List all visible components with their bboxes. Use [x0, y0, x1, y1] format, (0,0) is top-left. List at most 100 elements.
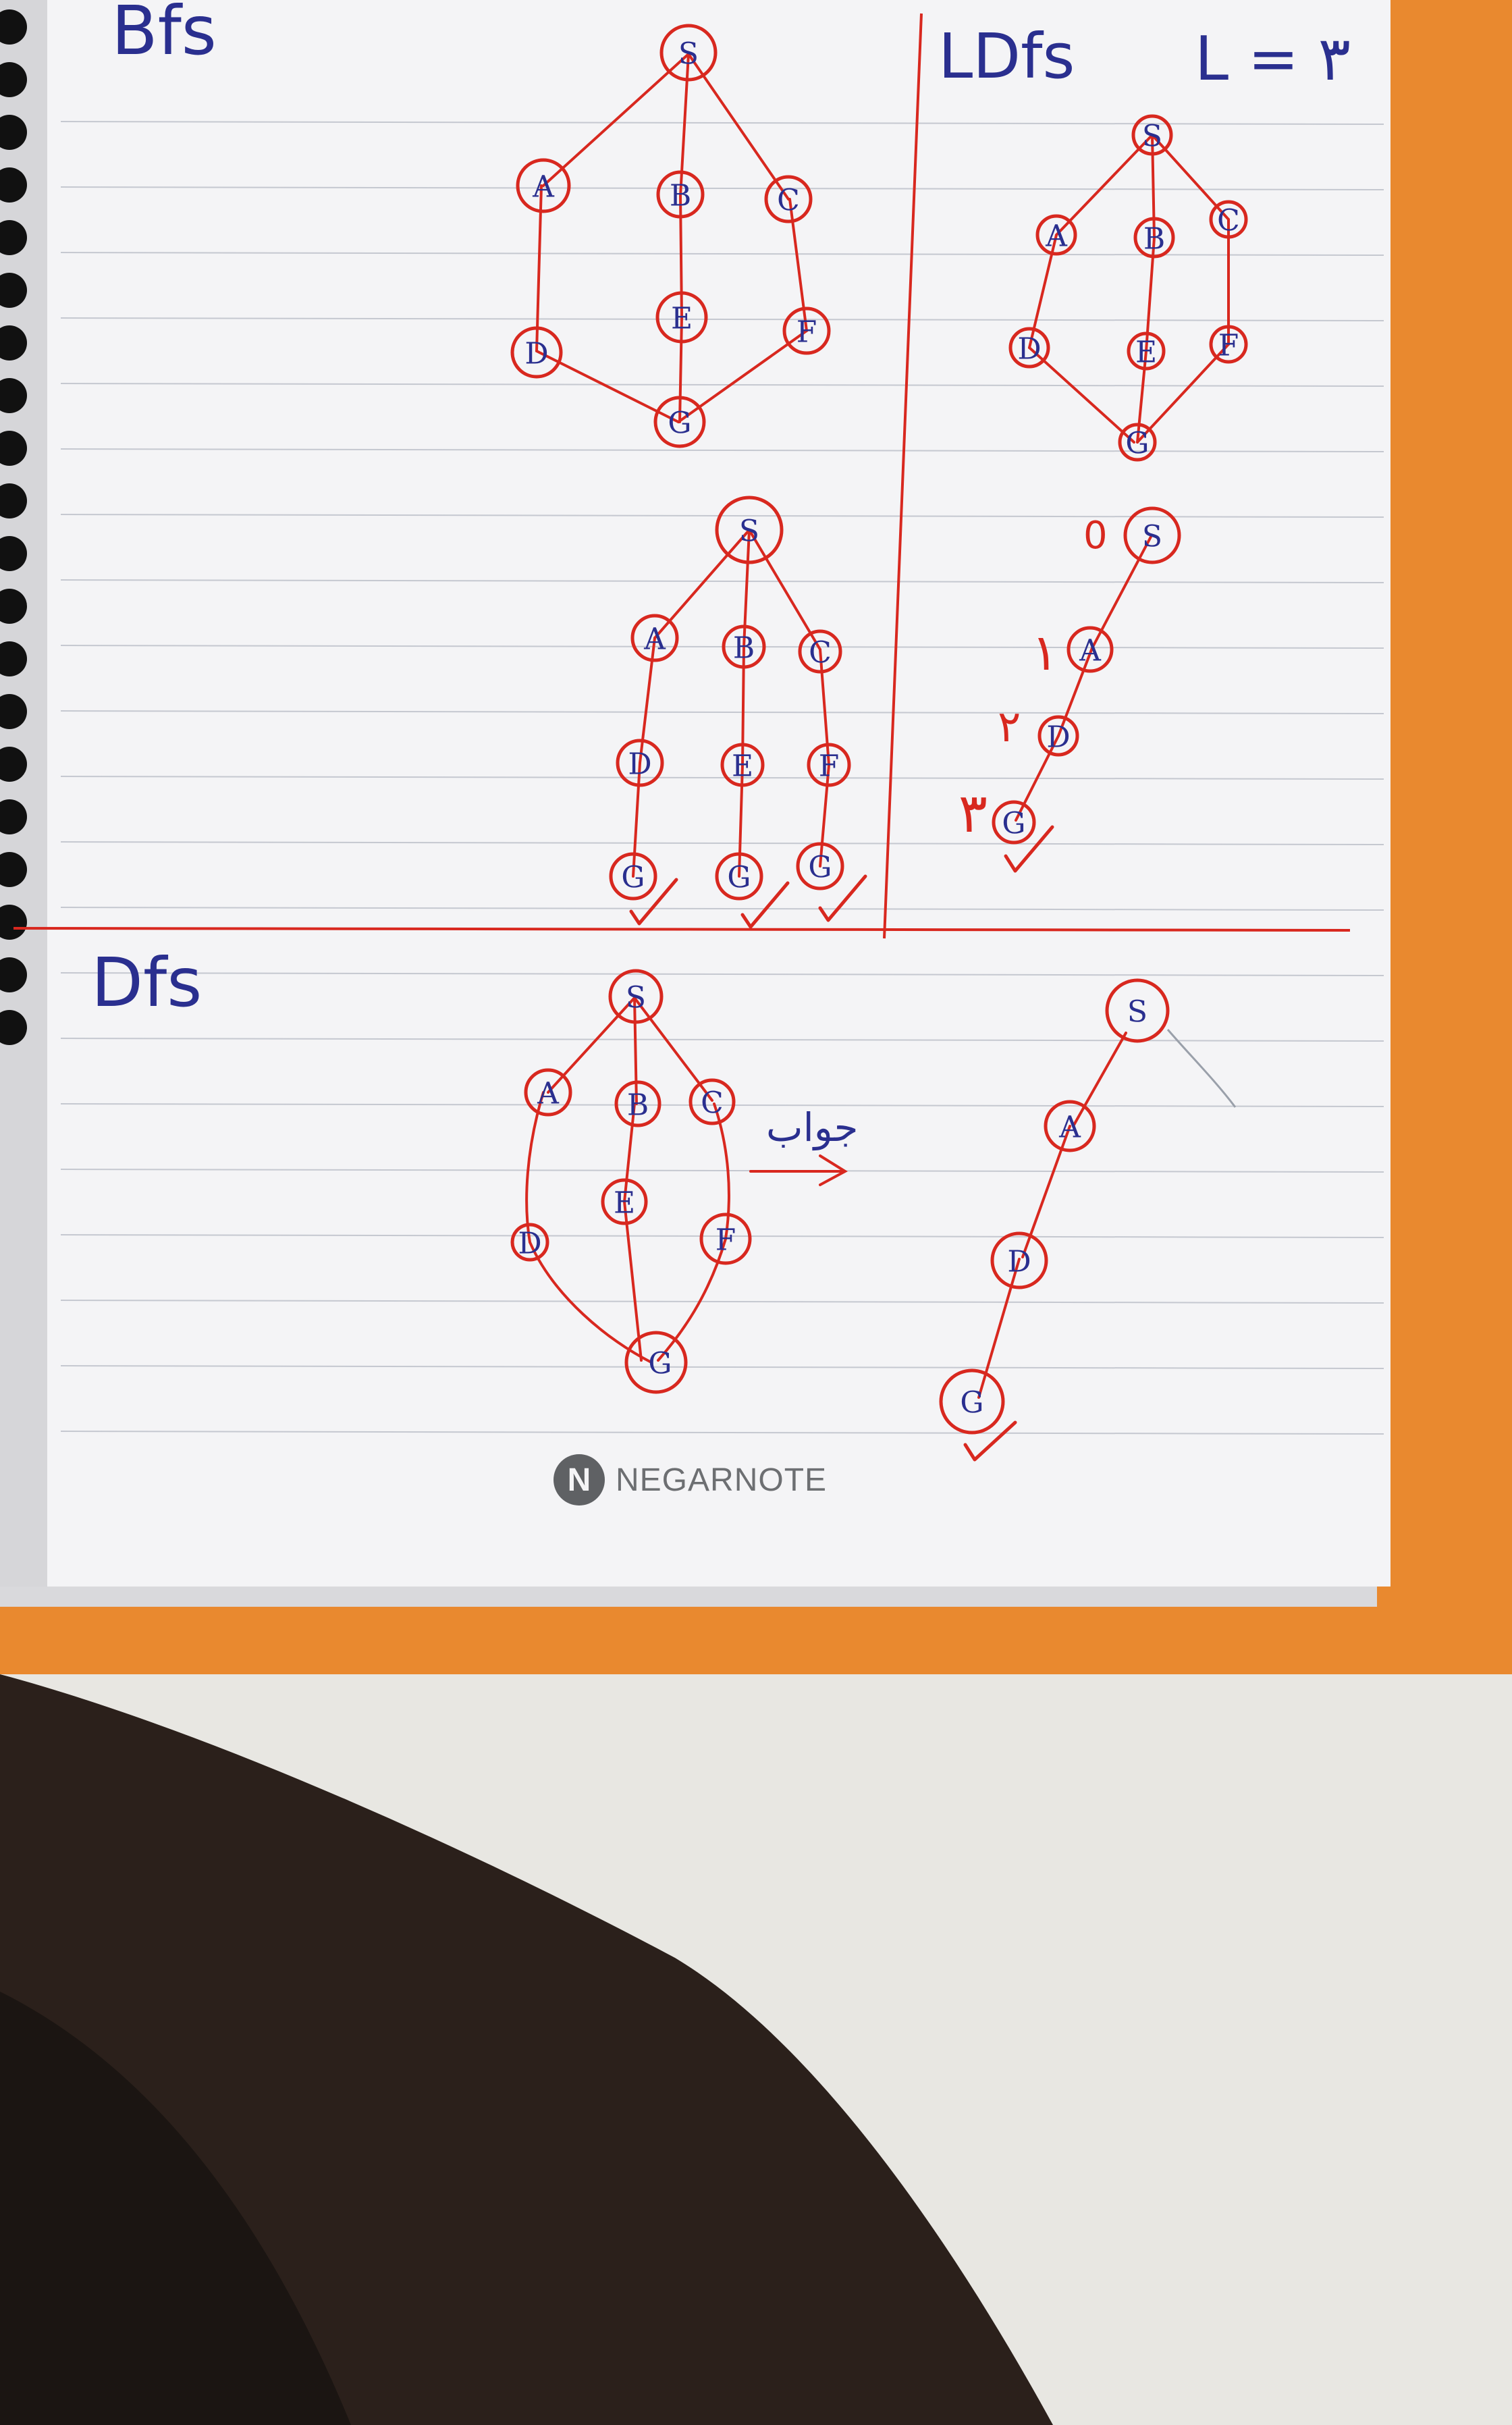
node [1123, 506, 1181, 564]
ruled-line [60, 1103, 1384, 1107]
node [1131, 114, 1173, 156]
ruled-line [60, 972, 1384, 976]
node-label: C [777, 184, 800, 218]
spiral-ring [0, 167, 27, 203]
negarnote-logo: N NEGARNOTE [554, 1454, 827, 1505]
section-divider-horizontal [13, 927, 1351, 932]
ruled-line [60, 710, 1384, 714]
node [1105, 978, 1170, 1043]
edge [1028, 346, 1135, 444]
ruled-line [60, 317, 1384, 321]
edge [535, 184, 543, 352]
bfs-title: Bfs [111, 0, 217, 70]
edge [1151, 134, 1156, 239]
node-label: G [621, 861, 645, 895]
edge [748, 529, 821, 651]
edge [1136, 350, 1148, 444]
ruled-line [60, 514, 1384, 518]
logo-mark: N [568, 1462, 591, 1498]
node [609, 852, 657, 901]
node-label: A [1079, 634, 1102, 668]
node [614, 1080, 662, 1127]
pencil-stroke [1166, 1029, 1237, 1108]
node [699, 1212, 752, 1265]
page-left-shade [0, 0, 47, 1587]
node [720, 743, 765, 787]
node-label: S [739, 514, 759, 549]
edge [542, 53, 690, 187]
spiral-ring [0, 9, 27, 45]
spiral-ring [0, 220, 27, 255]
depth-label: ۲ [998, 702, 1021, 752]
node-label: C [809, 636, 832, 670]
node [1008, 327, 1050, 369]
answer-arrow: جواب [749, 1104, 859, 1186]
spiral-ring [0, 957, 27, 992]
spiral-ring [0, 273, 27, 308]
edge [819, 764, 830, 868]
node [722, 624, 766, 669]
node [630, 614, 679, 662]
logo-text: NEGARNOTE [616, 1462, 827, 1498]
node [1209, 200, 1248, 239]
spiral-ring [0, 589, 27, 624]
spiral-ring [0, 641, 27, 676]
node-label: G [668, 406, 691, 441]
ruled-line [60, 186, 1384, 190]
edge [633, 996, 638, 1105]
ruled-line [60, 1300, 1384, 1304]
node [807, 743, 851, 787]
edge [687, 53, 790, 201]
node-label: D [1007, 1245, 1031, 1279]
node-label: S [1142, 520, 1162, 554]
node-label: S [1127, 995, 1148, 1030]
ruled-line [60, 907, 1384, 911]
spiral-ring [0, 1010, 27, 1045]
node-label: E [614, 1186, 635, 1221]
node-label: A [532, 170, 555, 205]
node [939, 1368, 1005, 1435]
node-label: C [1217, 204, 1240, 238]
notebook-page [0, 0, 1390, 1587]
edge [623, 1102, 636, 1203]
spiral-ring [0, 905, 27, 940]
node-label: D [524, 337, 548, 371]
node [715, 852, 763, 901]
spiral-ring [0, 536, 27, 571]
cloth-shadow [0, 1992, 351, 2425]
ruled-line [60, 383, 1384, 387]
node-label: F [796, 315, 817, 350]
check-mark [1004, 825, 1054, 873]
spiral-ring [0, 325, 27, 361]
ldfs-path: S A D G 0 ۱ ۲ ۳ [959, 506, 1181, 873]
ruled-line [60, 121, 1384, 125]
node-label: S [1142, 119, 1162, 154]
node [1044, 1100, 1096, 1152]
node-label: B [670, 179, 691, 213]
node [1209, 325, 1248, 364]
node-label: A [537, 1077, 560, 1111]
node-label: F [716, 1223, 736, 1258]
node-label: D [518, 1227, 541, 1261]
answer-label: جواب [766, 1104, 859, 1151]
edge [713, 1102, 730, 1240]
node [624, 1331, 688, 1394]
spiral-ring [0, 115, 27, 150]
edge [657, 1237, 727, 1362]
node-label: G [648, 1347, 672, 1381]
node [1127, 331, 1166, 371]
node [992, 800, 1036, 845]
node-label: C [701, 1086, 724, 1121]
node [601, 1178, 648, 1225]
node [616, 739, 664, 787]
node [798, 629, 842, 674]
node [782, 307, 831, 355]
node-label: A [643, 622, 666, 657]
check-mark [629, 878, 678, 926]
node [1035, 214, 1077, 256]
edge [1055, 134, 1154, 236]
node-label: F [819, 749, 840, 784]
node [516, 158, 571, 213]
node-label: F [1218, 329, 1239, 363]
arrow-head [819, 1154, 848, 1186]
